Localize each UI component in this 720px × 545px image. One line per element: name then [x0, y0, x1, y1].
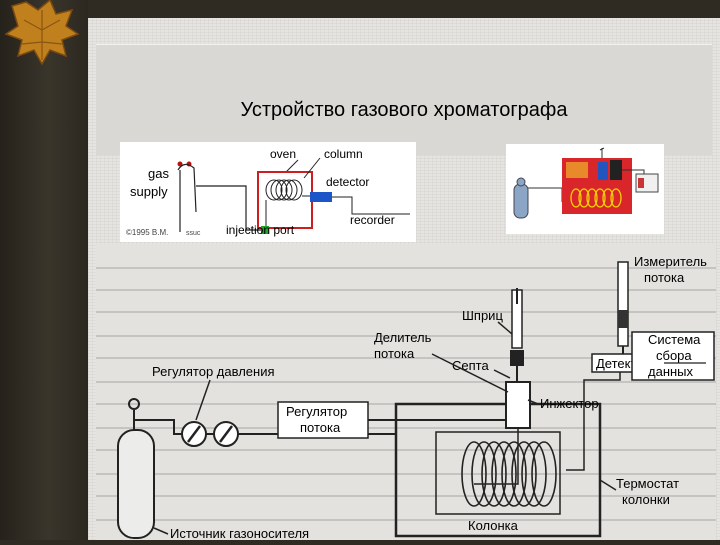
splitter-label-1: Делитель [374, 330, 432, 345]
pressure-gauge-icon [181, 421, 207, 447]
column-label: column [324, 147, 363, 161]
syringe-label: Шприц [462, 308, 503, 323]
recorder-label: recorder [350, 213, 395, 227]
injector-label: Инжектор [540, 396, 599, 411]
flow-regulator-label-1: Регулятор [286, 404, 347, 419]
injection-port-label: injection port [226, 223, 295, 237]
pressure-gauge-icon [213, 421, 239, 447]
injection-port-block [261, 226, 269, 234]
injector-box [505, 381, 531, 429]
data-system-box [631, 331, 715, 381]
column-coil-icon [461, 441, 557, 507]
autumn-leaf-image [4, 0, 80, 66]
slide-title: Устройство газового хроматографа [240, 99, 568, 121]
gas-regulator-icon [177, 161, 197, 232]
carrier-gas-cylinder [117, 398, 155, 539]
gc-color-illustration [506, 144, 664, 234]
carrier-gas-source-label: Источник газоносителя [170, 526, 309, 540]
gas-supply-label-2: supply [130, 184, 168, 199]
thermostat-label-1: Термостат [616, 476, 679, 491]
splitter-label-2: потока [374, 346, 415, 361]
flow-meter-label-2: потока [644, 270, 685, 285]
pressure-regulator-label: Регулятор давления [152, 364, 275, 379]
column-thermostat-box [394, 402, 602, 538]
data-system-label-2: сбора [656, 348, 692, 363]
gas-supply-label: gas [148, 166, 169, 181]
oven-label: oven [270, 147, 296, 161]
flow-regulator-box [277, 401, 369, 439]
detector-block [310, 192, 332, 202]
flow-regulator-label-2: потока [300, 420, 341, 435]
left-decoration-strip [0, 0, 88, 540]
column-coil-icon [265, 179, 303, 201]
gas-cylinder-icon [513, 177, 529, 219]
recorder-icon [635, 173, 659, 193]
column-label: Колонка [468, 518, 519, 533]
flow-meter-label-1: Измеритель [634, 254, 707, 269]
data-system-label-1: Система [648, 332, 701, 347]
copyright-tail: ssuc [186, 230, 201, 237]
copyright-text: ©1995 B.M. [126, 228, 168, 237]
data-system-label-3: данных [648, 364, 694, 379]
gc-schematic: Регулятор давления Регулятор потока Коло… [96, 244, 716, 541]
flow-meter-icon [617, 261, 629, 354]
septum-label: Септа [452, 358, 489, 373]
thermostat-label-2: колонки [622, 492, 670, 507]
title-band: Устройство газового хроматографа [96, 44, 712, 155]
slide: Устройство газового хроматографа gas sup… [88, 18, 720, 541]
gc-basic-diagram: gas supply oven column [120, 142, 416, 242]
detector-label: detector [326, 175, 369, 189]
